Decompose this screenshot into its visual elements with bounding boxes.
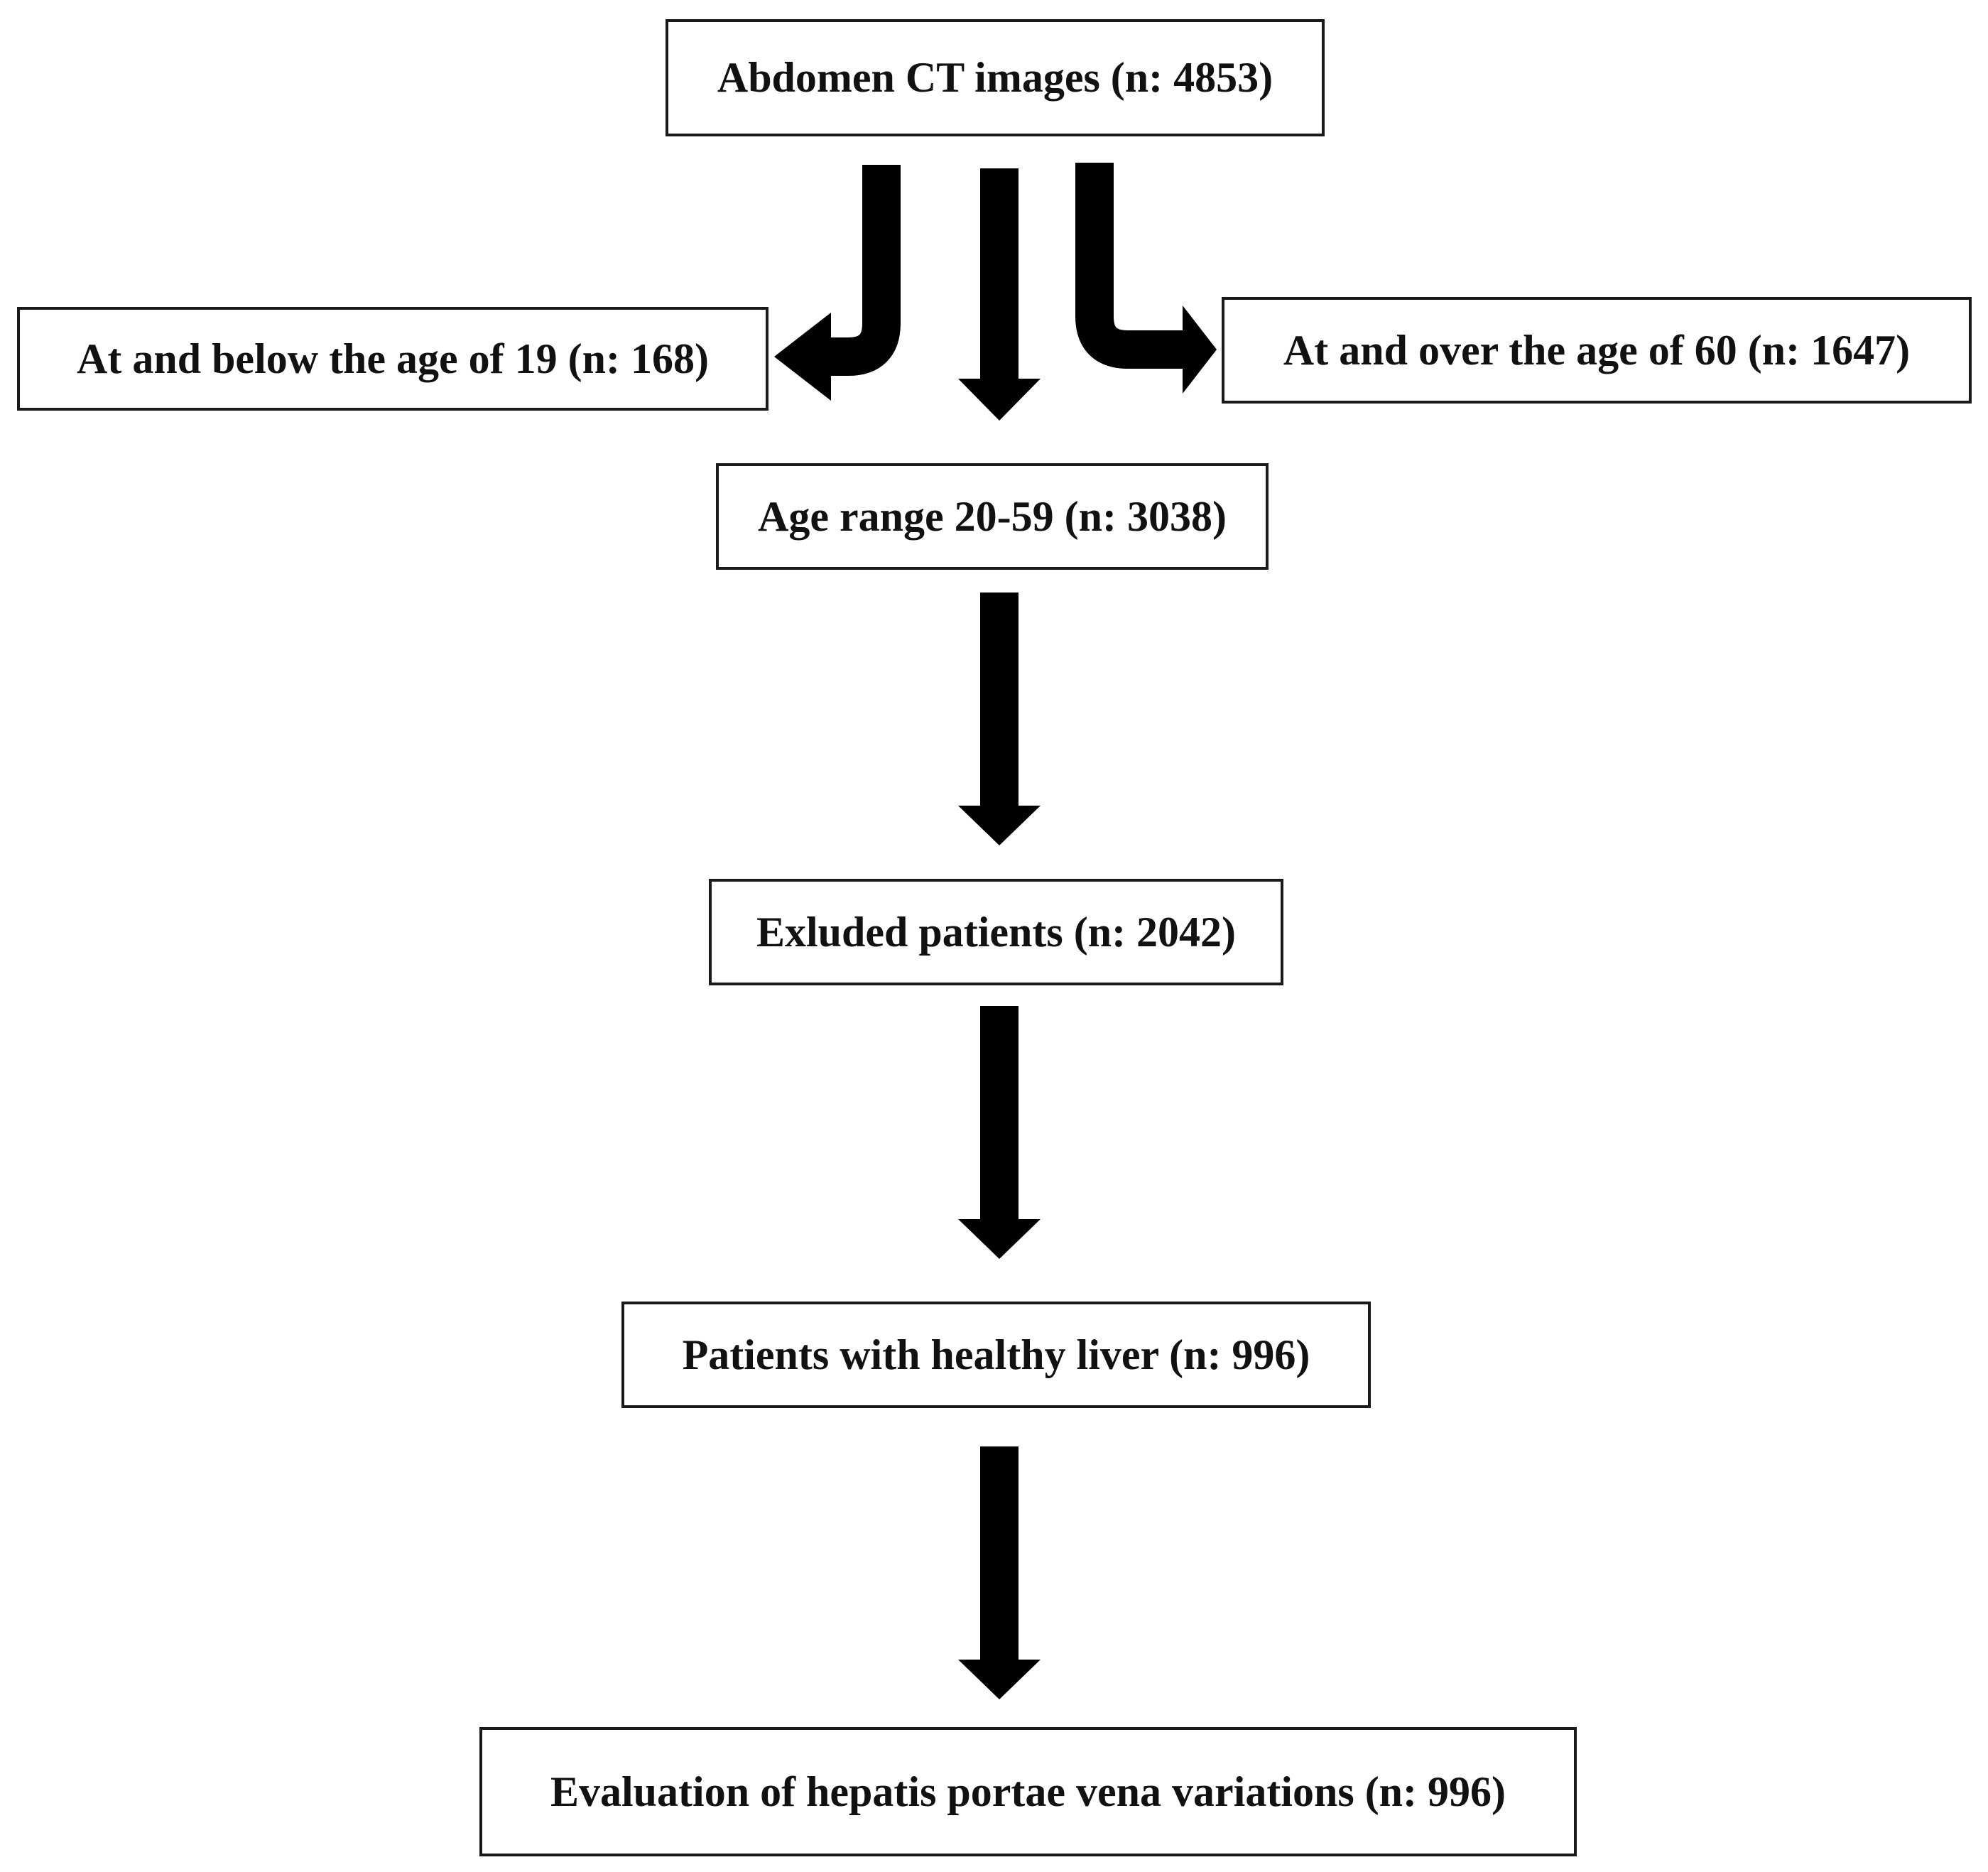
- arrow-age-range-to-excluded-head: [958, 806, 1041, 845]
- arrow-age-range-to-excluded: [980, 593, 1019, 807]
- node-start: Abdomen CT images (n: 4853): [666, 19, 1325, 136]
- node-healthy-label: Patients with healthy liver (n: 996): [682, 1331, 1310, 1378]
- arrow-start-to-right-head: [1183, 305, 1217, 394]
- node-healthy: Patients with healthy liver (n: 996): [621, 1302, 1371, 1408]
- arrow-excluded-to-healthy-head: [958, 1219, 1041, 1259]
- arrow-start-to-right: [1075, 163, 1186, 369]
- arrow-healthy-to-evaluation-head: [958, 1660, 1041, 1699]
- node-right-label: At and over the age of 60 (n: 1647): [1283, 326, 1911, 374]
- node-left-label: At and below the age of 19 (n: 168): [77, 335, 709, 382]
- node-evaluation: Evaluation of hepatis portae vena variat…: [479, 1727, 1577, 1856]
- node-age-range: Age range 20-59 (n: 3038): [716, 463, 1269, 570]
- node-evaluation-label: Evaluation of hepatis portae vena variat…: [550, 1768, 1506, 1815]
- node-excluded-label: Exluded patients (n: 2042): [756, 908, 1237, 956]
- arrow-healthy-to-evaluation: [980, 1446, 1019, 1661]
- node-left: At and below the age of 19 (n: 168): [17, 307, 768, 411]
- arrow-excluded-to-healthy: [980, 1006, 1019, 1221]
- node-start-label: Abdomen CT images (n: 4853): [717, 54, 1273, 101]
- arrow-start-to-age-range-head: [958, 379, 1041, 421]
- arrow-start-to-left: [827, 165, 901, 376]
- node-age-range-label: Age range 20-59 (n: 3038): [758, 492, 1227, 540]
- arrow-start-to-left-head: [774, 313, 831, 401]
- node-excluded: Exluded patients (n: 2042): [709, 879, 1283, 985]
- node-right: At and over the age of 60 (n: 1647): [1222, 297, 1972, 404]
- arrow-start-to-age-range: [980, 168, 1019, 380]
